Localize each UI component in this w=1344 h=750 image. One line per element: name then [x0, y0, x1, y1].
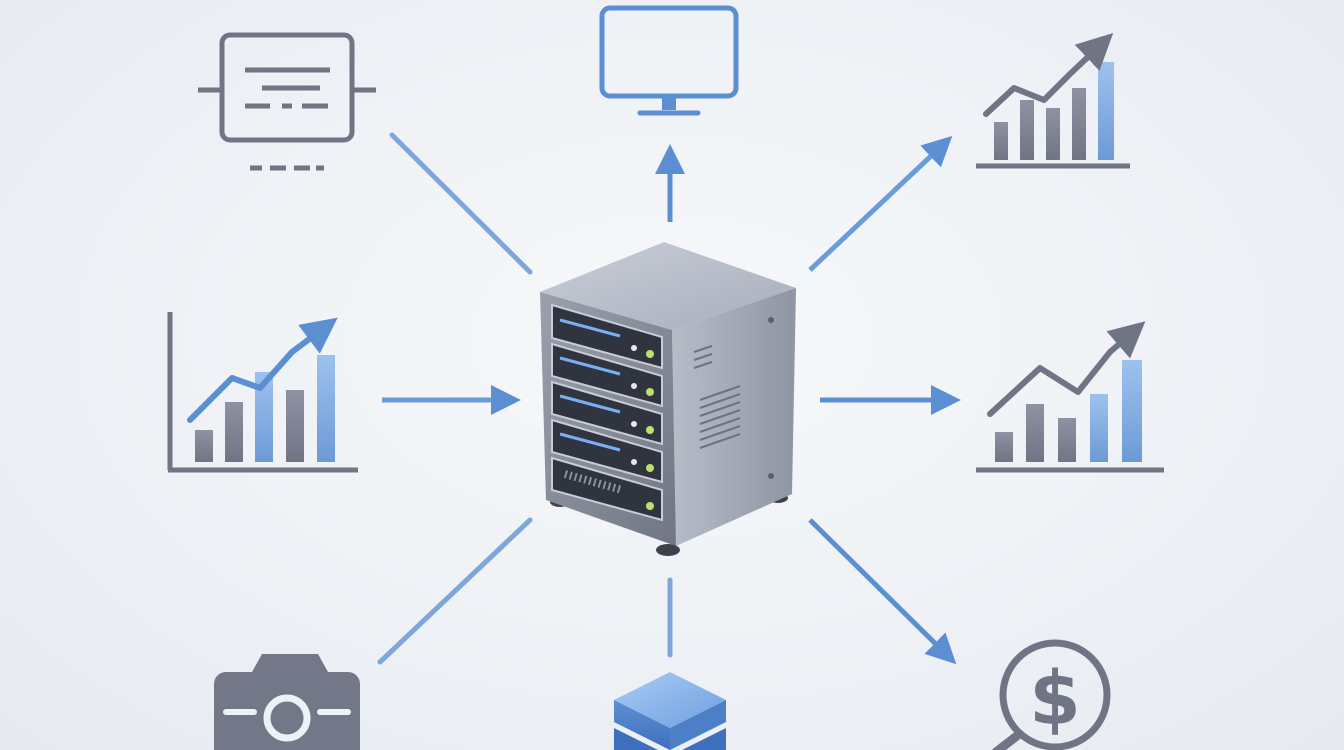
camera-icon	[214, 654, 360, 750]
document-panel-icon	[198, 32, 376, 171]
connectors	[377, 132, 961, 665]
server-drive-bay	[551, 418, 663, 484]
server-drive-bay	[551, 342, 663, 408]
server-drive-bay	[551, 303, 663, 370]
bar-chart-icon	[976, 33, 1130, 169]
server-side	[672, 288, 796, 546]
server-vents	[693, 345, 741, 449]
server-rack	[540, 242, 796, 556]
server-drive-bay	[551, 380, 663, 446]
dollar-search-icon: $	[991, 639, 1111, 750]
monitor-icon	[599, 5, 739, 116]
server-top	[540, 242, 796, 330]
bar-chart-icon	[976, 321, 1164, 473]
dollar-symbol: $	[1029, 656, 1081, 742]
cube-stack-icon	[614, 672, 726, 750]
connector-server-to-revenue	[808, 518, 957, 665]
server-drive-bay	[551, 456, 663, 522]
bar-chart-icon	[167, 312, 358, 473]
connector-document-to-server	[389, 132, 533, 275]
connector-camera-to-server	[377, 517, 533, 665]
connector-server-to-top-right-chart	[808, 135, 953, 272]
